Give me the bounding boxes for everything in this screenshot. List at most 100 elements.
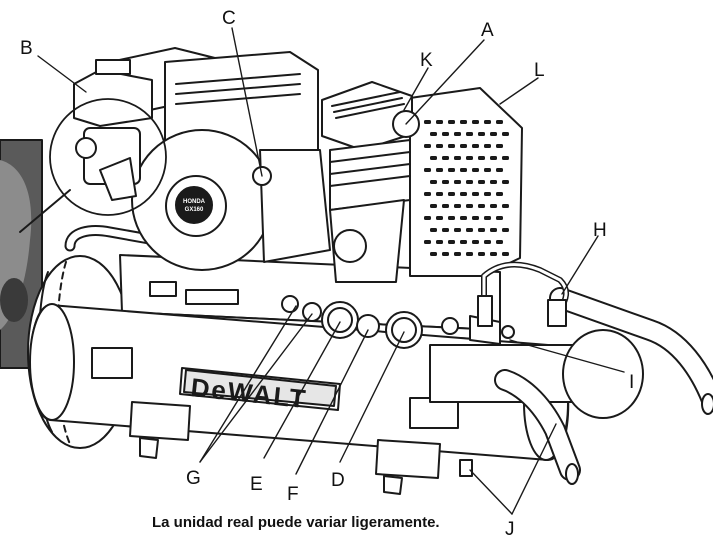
vent-hole bbox=[448, 192, 455, 196]
vent-hole bbox=[460, 144, 467, 148]
vent-hole bbox=[490, 252, 497, 256]
zoom-circle bbox=[49, 98, 167, 216]
vent-hole bbox=[472, 120, 479, 124]
vent-hole bbox=[430, 204, 437, 208]
vent-hole bbox=[466, 252, 473, 256]
vent-hole bbox=[430, 252, 437, 256]
vent-hole bbox=[454, 228, 461, 232]
vent-hole bbox=[448, 240, 455, 244]
vent-hole bbox=[454, 156, 461, 160]
vent-hole bbox=[502, 156, 509, 160]
vent-hole bbox=[430, 228, 437, 232]
vent-hole bbox=[448, 144, 455, 148]
vent-hole bbox=[484, 120, 491, 124]
vent-hole bbox=[502, 132, 509, 136]
vent-hole bbox=[424, 144, 431, 148]
callout-f: F bbox=[287, 484, 299, 505]
vent-hole bbox=[496, 240, 503, 244]
vent-hole bbox=[478, 228, 485, 232]
vent-hole bbox=[430, 156, 437, 160]
vent-hole bbox=[442, 132, 449, 136]
vent-hole bbox=[478, 204, 485, 208]
vent-hole bbox=[502, 252, 509, 256]
vent-hole bbox=[424, 168, 431, 172]
vent-hole bbox=[478, 156, 485, 160]
vent-hole bbox=[490, 180, 497, 184]
engine-badge-line2: GX160 bbox=[185, 207, 204, 213]
vent-hole bbox=[424, 216, 431, 220]
vent-hole bbox=[448, 168, 455, 172]
vent-hole bbox=[478, 180, 485, 184]
vent-hole bbox=[454, 132, 461, 136]
vent-hole bbox=[436, 144, 443, 148]
callout-c: C bbox=[222, 8, 236, 29]
vent-hole bbox=[460, 240, 467, 244]
vent-hole bbox=[424, 192, 431, 196]
vent-hole bbox=[448, 120, 455, 124]
vent-hole bbox=[502, 228, 509, 232]
vent-hole bbox=[466, 156, 473, 160]
pump-head bbox=[321, 81, 420, 283]
vent-hole bbox=[502, 180, 509, 184]
callout-k: K bbox=[420, 50, 433, 71]
vent-hole bbox=[424, 120, 431, 124]
vent-hole bbox=[454, 204, 461, 208]
vent-hole bbox=[436, 120, 443, 124]
vent-hole bbox=[460, 216, 467, 220]
engine-badge: HONDA GX160 bbox=[175, 186, 213, 224]
vent-hole bbox=[436, 216, 443, 220]
vent-hole bbox=[496, 144, 503, 148]
vent-hole bbox=[454, 252, 461, 256]
vent-hole bbox=[424, 240, 431, 244]
vent-hole bbox=[478, 132, 485, 136]
vent-hole bbox=[490, 204, 497, 208]
vent-hole bbox=[442, 252, 449, 256]
vent-hole bbox=[484, 168, 491, 172]
vent-hole bbox=[436, 168, 443, 172]
front-handle bbox=[494, 287, 713, 485]
tank-feet bbox=[129, 401, 473, 495]
vent-hole bbox=[472, 144, 479, 148]
callout-g: G bbox=[186, 468, 201, 489]
belt-guard bbox=[409, 87, 523, 277]
vent-hole bbox=[442, 180, 449, 184]
vent-hole bbox=[430, 180, 437, 184]
leader-lines bbox=[37, 27, 625, 515]
vent-hole bbox=[490, 156, 497, 160]
discharge-tube bbox=[477, 261, 569, 339]
vent-hole bbox=[466, 228, 473, 232]
vent-hole bbox=[502, 204, 509, 208]
vent-hole bbox=[436, 192, 443, 196]
vent-hole bbox=[460, 120, 467, 124]
vent-hole bbox=[460, 168, 467, 172]
vent-hole bbox=[448, 216, 455, 220]
vent-hole bbox=[490, 228, 497, 232]
vent-hole bbox=[466, 180, 473, 184]
engine bbox=[73, 47, 331, 271]
callout-j: J bbox=[505, 519, 515, 537]
callout-d: D bbox=[331, 470, 345, 491]
vent-hole bbox=[484, 144, 491, 148]
engine-badge-line1: HONDA bbox=[183, 199, 206, 205]
vent-hole bbox=[442, 156, 449, 160]
vent-hole bbox=[484, 216, 491, 220]
vent-hole bbox=[472, 240, 479, 244]
vent-hole bbox=[496, 192, 503, 196]
vent-hole bbox=[496, 216, 503, 220]
caption: La unidad real puede variar ligeramente. bbox=[152, 514, 440, 531]
vent-hole bbox=[430, 132, 437, 136]
vent-hole bbox=[496, 168, 503, 172]
callout-l: L bbox=[534, 60, 545, 81]
vent-hole bbox=[442, 228, 449, 232]
vent-hole bbox=[466, 204, 473, 208]
callout-i: I bbox=[629, 372, 634, 393]
vent-hole bbox=[454, 180, 461, 184]
vent-hole bbox=[484, 240, 491, 244]
vent-hole bbox=[484, 192, 491, 196]
vent-hole bbox=[478, 252, 485, 256]
callout-a: A bbox=[481, 20, 494, 41]
callout-b: B bbox=[20, 38, 33, 59]
callout-h: H bbox=[593, 220, 607, 241]
vent-hole bbox=[472, 168, 479, 172]
vent-hole bbox=[442, 204, 449, 208]
